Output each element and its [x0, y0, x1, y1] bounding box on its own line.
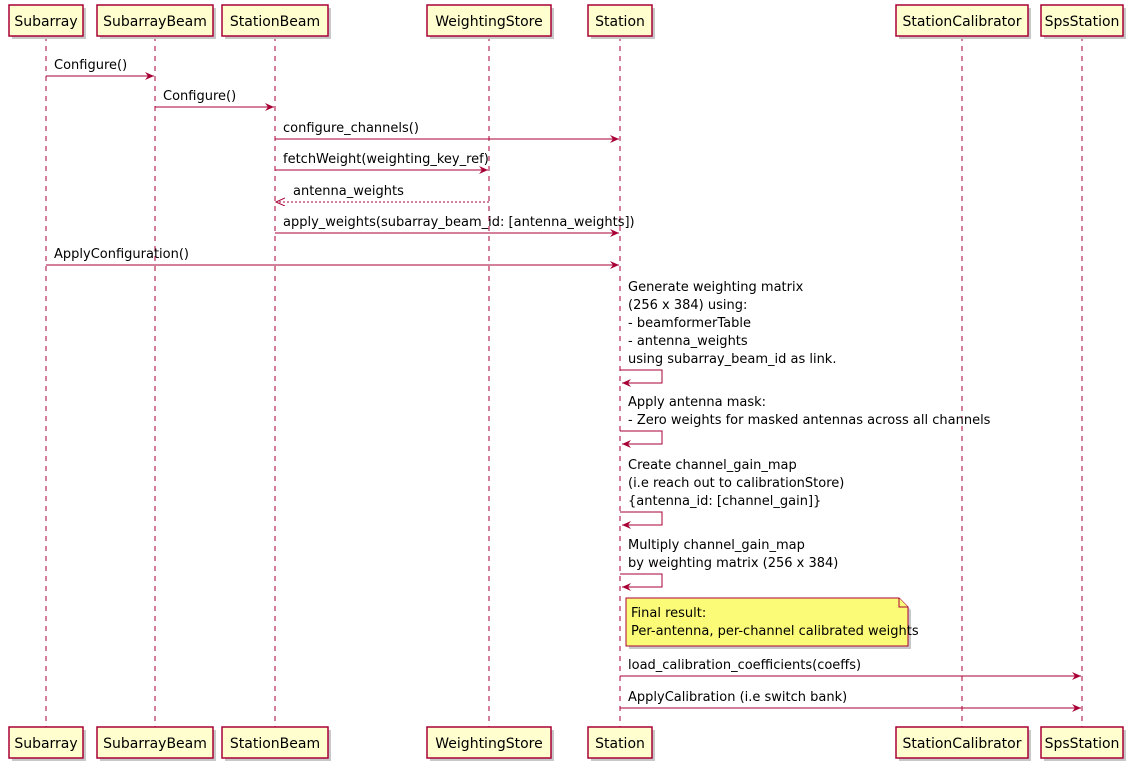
- participant-box: [1040, 4, 1124, 37]
- message-label: (i.e reach out to calibrationStore): [628, 476, 844, 491]
- participant-box: [895, 4, 1029, 37]
- message-label: antenna_weights: [293, 184, 404, 199]
- message-label: (256 x 384) using:: [628, 298, 747, 313]
- message: configure_channels(): [275, 121, 619, 143]
- participant-stationcalibrator-top[interactable]: StationCalibrator: [895, 4, 1031, 39]
- participant-label: Subarray: [14, 14, 77, 30]
- message-label: - Zero weights for masked antennas acros…: [628, 413, 991, 428]
- participant-label: Station: [595, 736, 645, 752]
- participant-weightingstore-bottom[interactable]: WeightingStore: [426, 726, 554, 761]
- message-label: Create channel_gain_map: [628, 458, 797, 473]
- message: antenna_weights: [276, 184, 489, 202]
- participant-box: [8, 4, 84, 37]
- participant-station-top[interactable]: Station: [587, 4, 655, 39]
- participant-spsstation-bottom[interactable]: SpsStation: [1040, 726, 1126, 761]
- participants-top: Subarray SubarrayBeam StationBeam Weighting…: [8, 4, 1126, 39]
- participant-subarraybeam-bottom[interactable]: SubarrayBeam: [96, 726, 216, 761]
- participant-box: [96, 726, 214, 759]
- note-box: [625, 597, 909, 647]
- message: Configure(): [155, 89, 274, 111]
- participant-stationbeam-top[interactable]: StationBeam: [221, 4, 331, 39]
- message-label: load_calibration_coefficients(coeffs): [628, 658, 861, 673]
- message: Create channel_gain_map (i.e reach out t…: [620, 458, 844, 529]
- participant-label: Station: [595, 14, 645, 30]
- participant-box: [96, 4, 214, 37]
- participant-label: StationBeam: [230, 14, 320, 30]
- participant-label: StationBeam: [230, 736, 320, 752]
- lifelines: [45, 36, 1083, 727]
- message: Generate weighting matrix (256 x 384) usi…: [620, 280, 836, 387]
- message: ApplyCalibration (i.e switch bank): [620, 690, 1081, 712]
- message-label: Generate weighting matrix: [628, 280, 804, 295]
- participant-subarray-bottom[interactable]: Subarray: [8, 726, 86, 761]
- participant-box: [895, 726, 1029, 759]
- message-label: by weighting matrix (256 x 384): [628, 556, 838, 571]
- participant-label: Subarray: [14, 736, 77, 752]
- participant-spsstation-top[interactable]: SpsStation: [1040, 4, 1126, 39]
- message: load_calibration_coefficients(coeffs): [620, 658, 1081, 680]
- message-label: {antenna_id: [channel_gain]}: [628, 494, 821, 509]
- participant-subarraybeam-top[interactable]: SubarrayBeam: [96, 4, 216, 39]
- participant-station-bottom[interactable]: Station: [587, 726, 655, 761]
- message-label: fetchWeight(weighting_key_ref): [283, 152, 489, 167]
- participant-label: SpsStation: [1045, 736, 1120, 752]
- message-label: Configure(): [54, 58, 127, 73]
- participant-box: [221, 726, 329, 759]
- message-label: apply_weights(subarray_beam_id: [antenna…: [283, 215, 635, 230]
- message-label: ApplyCalibration (i.e switch bank): [628, 690, 847, 705]
- participant-box: [8, 726, 84, 759]
- participant-label: StationCalibrator: [903, 736, 1022, 752]
- participant-label: WeightingStore: [435, 736, 542, 752]
- message-label: using subarray_beam_id as link.: [628, 352, 836, 367]
- message-label: - antenna_weights: [628, 334, 748, 349]
- message: ApplyConfiguration(): [46, 247, 619, 269]
- note-text: Final result:: [631, 606, 706, 621]
- participant-box: [587, 726, 653, 759]
- participant-box: [587, 4, 653, 37]
- message-label: ApplyConfiguration(): [54, 247, 189, 262]
- self-arrow: [620, 573, 663, 591]
- self-arrow: [620, 369, 663, 387]
- self-arrow: [620, 511, 663, 529]
- self-arrow: [620, 430, 663, 448]
- participant-box: [1040, 726, 1124, 759]
- note-text: Per-antenna, per-channel calibrated weig…: [631, 624, 919, 639]
- participant-box: [221, 4, 329, 37]
- participant-label: StationCalibrator: [903, 14, 1022, 30]
- participant-label: SubarrayBeam: [103, 14, 207, 30]
- participant-box: [426, 726, 552, 759]
- participant-label: WeightingStore: [435, 14, 542, 30]
- message-label: - beamformerTable: [628, 316, 751, 331]
- message: apply_weights(subarray_beam_id: [antenna…: [275, 215, 635, 237]
- participant-weightingstore-top[interactable]: WeightingStore: [426, 4, 554, 39]
- message-label: Multiply channel_gain_map: [628, 538, 805, 553]
- messages: Configure() Configure() configure_channels…: [46, 58, 1081, 712]
- participants-bottom: Subarray SubarrayBeam StationBeam Weighting…: [8, 726, 1126, 761]
- participant-label: SpsStation: [1045, 14, 1120, 30]
- participant-label: SubarrayBeam: [103, 736, 207, 752]
- participant-box: [426, 4, 552, 37]
- participant-stationcalibrator-bottom[interactable]: StationCalibrator: [895, 726, 1031, 761]
- message: fetchWeight(weighting_key_ref): [275, 152, 489, 174]
- participant-stationbeam-bottom[interactable]: StationBeam: [221, 726, 331, 761]
- note: Final result: Per-antenna, per-channel ca…: [625, 597, 919, 649]
- note-fold: [898, 598, 908, 608]
- message: Apply antenna mask: - Zero weights for m…: [620, 395, 991, 448]
- participant-subarray-top[interactable]: Subarray: [8, 4, 86, 39]
- message-label: Configure(): [163, 89, 236, 104]
- message: Configure(): [46, 58, 154, 80]
- message-label: Apply antenna mask:: [628, 395, 766, 410]
- message-label: configure_channels(): [283, 121, 419, 136]
